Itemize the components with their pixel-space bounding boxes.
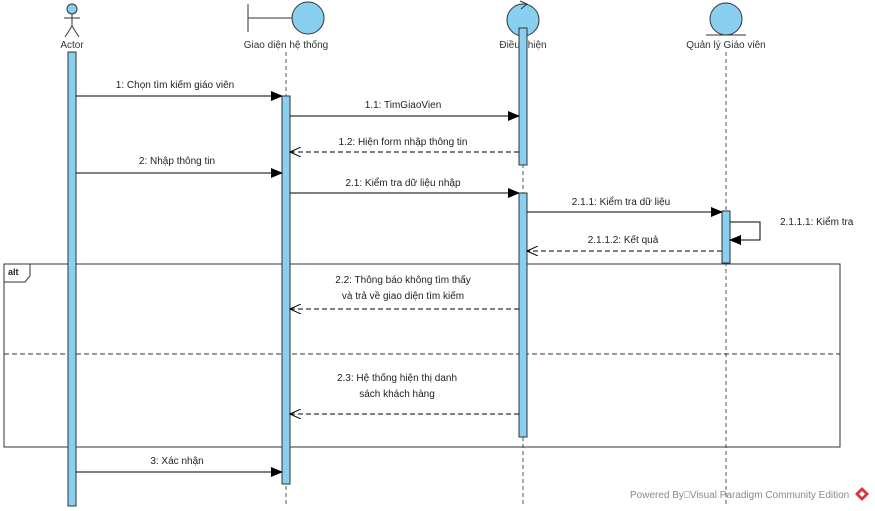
activation-ctrl-1 [518, 27, 528, 166]
watermark-text: Powered By⎕Visual Paradigm Community Edi… [630, 490, 849, 501]
message-arrows [76, 91, 761, 477]
visual-paradigm-logo-icon [855, 487, 869, 501]
actor-icon [64, 3, 80, 38]
activation-entity [721, 210, 731, 264]
message-label: 1.2: Hiện form nhập thông tin [339, 137, 468, 148]
activation-ctrl-2 [518, 192, 528, 438]
lifeline-label-entity: Quản lý Giáo viên [686, 40, 766, 51]
activations [67, 27, 731, 507]
lifeline-label-ui: Giao diện hệ thống [244, 39, 329, 51]
message-label: 2.1.1.1: Kiểm tra [780, 216, 854, 228]
message-label-line: và trả về giao diện tìm kiếm [342, 290, 464, 302]
message-label: 2.1: Kiểm tra dữ liệu nhập [345, 177, 461, 189]
activation-actor [67, 51, 77, 507]
lifeline-label-actor: Actor [60, 40, 84, 51]
message-label: 3: Xác nhận [150, 456, 203, 467]
activation-ui [281, 95, 291, 485]
boundary-icon [247, 1, 325, 35]
alt-fragment: alt [3, 263, 841, 448]
message-label: 1.1: TimGiaoVien [365, 100, 442, 111]
alt-operator-label: alt [8, 267, 19, 277]
message-label: 2.1.1: Kiểm tra dữ liệu [572, 196, 670, 208]
message-label-line: 2.2: Thông báo không tìm thấy [335, 274, 470, 286]
message-label-line: sách khách hàng [359, 389, 435, 400]
message-label: 2.1.1.2: Kết quả [588, 234, 659, 246]
entity-icon [706, 2, 746, 36]
message-label-line: 2.3: Hệ thống hiện thị danh [337, 372, 457, 384]
message-label: 2: Nhập thông tin [139, 156, 215, 167]
message-label: 1: Chọn tìm kiếm giáo viên [116, 79, 234, 91]
message-arrow-2-1-1-1 [729, 221, 761, 245]
